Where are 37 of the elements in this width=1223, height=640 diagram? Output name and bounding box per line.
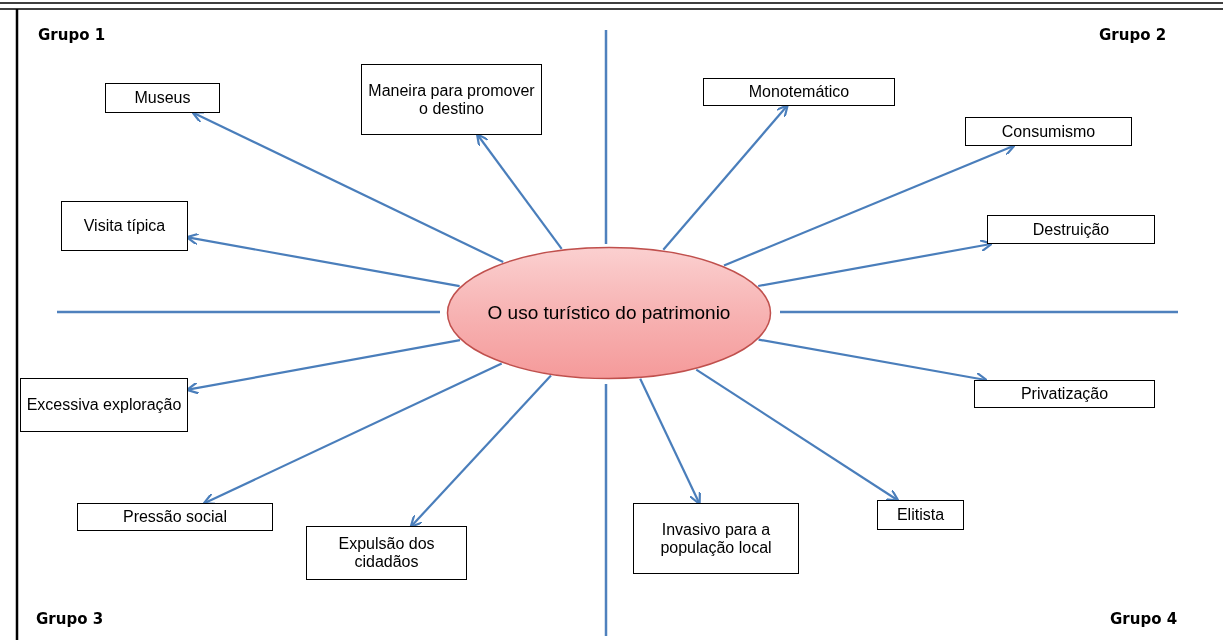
concept-box bbox=[77, 503, 273, 531]
arrow bbox=[202, 362, 503, 505]
node-text: O uso turístico do patrimonio bbox=[487, 302, 731, 324]
node-text: Monotemático bbox=[748, 83, 850, 101]
concept-box bbox=[974, 380, 1155, 408]
arrow bbox=[695, 368, 900, 502]
concept-box bbox=[877, 500, 964, 530]
concept-box bbox=[306, 526, 467, 580]
concept-box bbox=[61, 201, 188, 251]
group-label: Grupo 4 bbox=[1110, 610, 1178, 628]
node-text: Destruição bbox=[1032, 220, 1110, 239]
arrow bbox=[191, 111, 504, 264]
node-text: Visita típica bbox=[83, 217, 166, 235]
concept-box bbox=[703, 78, 895, 106]
arrow bbox=[475, 133, 563, 250]
node-text: Maneira para promover o destino bbox=[367, 81, 536, 118]
concept-box bbox=[965, 117, 1132, 146]
topic-ellipse bbox=[446, 246, 772, 380]
concept-box bbox=[20, 378, 188, 432]
node-text: Invasivo para a população local bbox=[659, 520, 773, 557]
concept-box bbox=[987, 215, 1155, 244]
concept-box bbox=[361, 64, 542, 135]
node-text: Privatização bbox=[1020, 385, 1109, 403]
arrow bbox=[409, 374, 552, 528]
node-text: Pressão social bbox=[122, 508, 227, 526]
group-label: Grupo 2 bbox=[1099, 26, 1167, 44]
node-text: Elitista bbox=[896, 506, 945, 524]
group-label: Grupo 1 bbox=[38, 26, 106, 44]
node-text: Expulsão dos cidadãos bbox=[337, 535, 436, 571]
node-text: Museus bbox=[134, 89, 191, 107]
concept-box bbox=[633, 503, 799, 574]
group-label: Grupo 3 bbox=[36, 610, 104, 628]
node-text: Consumismo bbox=[1001, 122, 1096, 141]
node-text: Excessiva exploração bbox=[26, 396, 182, 414]
arrow bbox=[662, 104, 789, 251]
arrow bbox=[758, 239, 993, 288]
concept-box bbox=[105, 83, 220, 113]
